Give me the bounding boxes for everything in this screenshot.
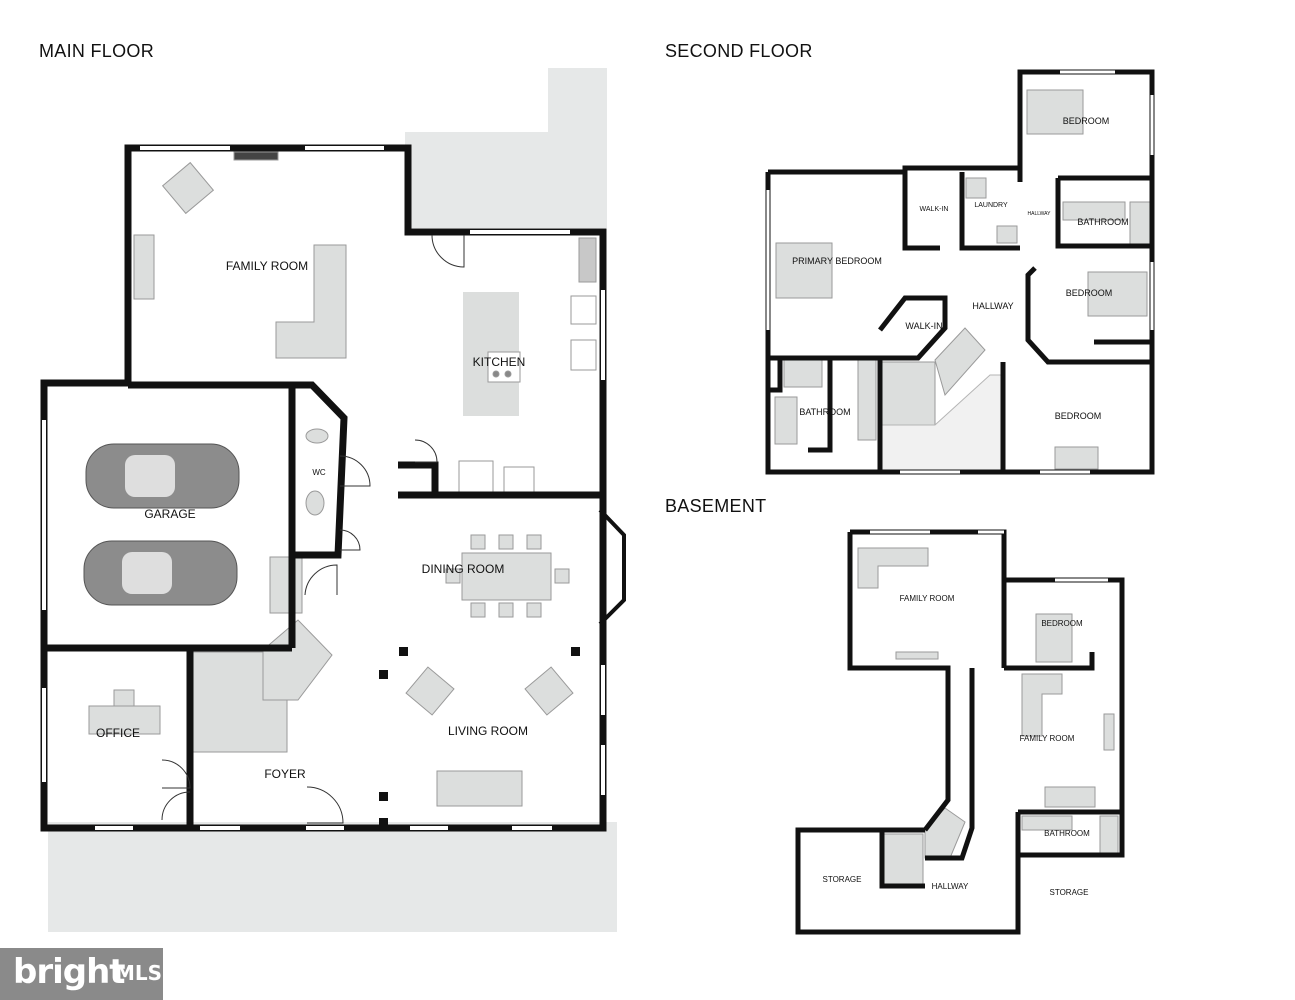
- vanity: [1062, 201, 1126, 221]
- second-floor-walls: [765, 69, 1155, 475]
- cooktop-burner: [492, 370, 500, 378]
- room-label-hallway: HALLWAY: [972, 301, 1013, 311]
- kitchen-counter: [570, 295, 597, 325]
- deck-area: [405, 68, 607, 228]
- room-label-bedroom: BEDROOM: [1066, 288, 1113, 298]
- tv-stand: [895, 651, 939, 660]
- bed: [1087, 271, 1148, 317]
- room-label-storage: STORAGE: [1050, 888, 1089, 897]
- bed: [1026, 89, 1084, 135]
- room-label-primary-bedroom: PRIMARY BEDROOM: [792, 256, 882, 266]
- living-chair: [405, 666, 455, 716]
- bright-mls-logo: bright MLS: [0, 948, 163, 1000]
- room-label-bathroom: BATHROOM: [1077, 217, 1128, 227]
- living-sofa: [436, 770, 523, 807]
- sofa: [1044, 786, 1096, 808]
- wc-sink: [305, 428, 329, 444]
- tv-stand: [1103, 713, 1115, 751]
- room-label-wc: WC: [312, 468, 326, 477]
- garage-cars: [83, 443, 240, 606]
- room-label-family-room: FAMILY ROOM: [226, 259, 308, 273]
- room-label-dining-room: DINING ROOM: [422, 562, 505, 576]
- main-floor-walls: [40, 144, 607, 832]
- room-label-bedroom: BEDROOM: [1063, 116, 1110, 126]
- wc-toilet: [305, 490, 325, 516]
- room-label-storage: STORAGE: [823, 875, 862, 884]
- second-floor-title: SECOND FLOOR: [665, 41, 813, 61]
- kitchen-sink: [570, 339, 597, 371]
- dining-chair: [470, 534, 486, 550]
- front-porch-area: [48, 822, 617, 932]
- garage-stairs: [269, 556, 303, 614]
- bay-window: [598, 508, 626, 626]
- dining-chair: [526, 602, 542, 618]
- second-floor-windows: [766, 70, 1154, 474]
- room-label-family-room: FAMILY ROOM: [1020, 734, 1075, 743]
- bed: [775, 242, 833, 299]
- dining-chair: [554, 568, 570, 584]
- room-label-family-room: FAMILY ROOM: [900, 594, 955, 603]
- washer: [965, 177, 987, 199]
- wall: [398, 461, 439, 495]
- main-floor-windows: [42, 146, 605, 830]
- wall: [124, 144, 607, 497]
- second-floor-furniture: [774, 89, 1153, 470]
- sofa: [857, 547, 929, 589]
- office-chair: [113, 689, 135, 707]
- basement-walls: [795, 529, 1125, 935]
- room-label-walk-in: WALK-IN: [920, 206, 949, 213]
- dining-table: [461, 552, 552, 601]
- stairs: [934, 327, 986, 397]
- basement-windows: [870, 530, 1108, 582]
- fireplace: [233, 151, 279, 161]
- main-floor-furniture: [88, 151, 597, 807]
- car-windshield: [122, 552, 172, 594]
- room-label-hallway-small: HALLWAY: [1028, 211, 1052, 217]
- bed: [1035, 613, 1073, 663]
- dining-chair: [526, 534, 542, 550]
- tub: [774, 396, 798, 445]
- dryer: [996, 225, 1018, 244]
- room-label-bathroom: BATHROOM: [1044, 829, 1090, 838]
- family-room-sofa: [275, 244, 347, 359]
- room-label-hallway: HALLWAY: [932, 882, 969, 891]
- columns: [379, 647, 580, 827]
- room-label-laundry: LAUNDRY: [974, 202, 1008, 209]
- cooktop-burner: [504, 370, 512, 378]
- exterior-areas: [48, 68, 617, 932]
- main-floor-title: MAIN FLOOR: [39, 41, 155, 61]
- dining-chair: [470, 602, 486, 618]
- room-label-bedroom: BEDROOM: [1041, 619, 1083, 628]
- logo-word: bright: [13, 952, 126, 992]
- sofa: [1021, 673, 1063, 737]
- family-room-tv: [133, 234, 155, 300]
- dining-chair: [445, 568, 461, 584]
- wall: [40, 379, 607, 832]
- room-label-walk-in: WALK-IN: [905, 321, 942, 331]
- room-label-living-room: LIVING ROOM: [448, 724, 528, 738]
- room-label-bathroom: BATHROOM: [799, 407, 850, 417]
- dining-chair: [498, 602, 514, 618]
- vanity: [1021, 815, 1073, 831]
- logo-suffix: MLS: [115, 961, 163, 985]
- basement-title: BASEMENT: [665, 496, 767, 516]
- stairs: [882, 833, 924, 885]
- room-label-bedroom: BEDROOM: [1055, 411, 1102, 421]
- room-label-office: OFFICE: [96, 726, 140, 740]
- room-label-foyer: FOYER: [264, 767, 306, 781]
- door-swings: [161, 234, 465, 824]
- cooktop: [487, 351, 521, 383]
- dining-chair: [498, 534, 514, 550]
- living-chair: [524, 666, 574, 716]
- office-desk: [88, 705, 161, 735]
- bed: [1054, 446, 1099, 470]
- room-label-kitchen: KITCHEN: [473, 355, 526, 369]
- family-room-chair: [161, 161, 215, 215]
- car-windshield: [125, 455, 175, 497]
- room-label-garage: GARAGE: [144, 507, 195, 521]
- fridge: [578, 237, 597, 283]
